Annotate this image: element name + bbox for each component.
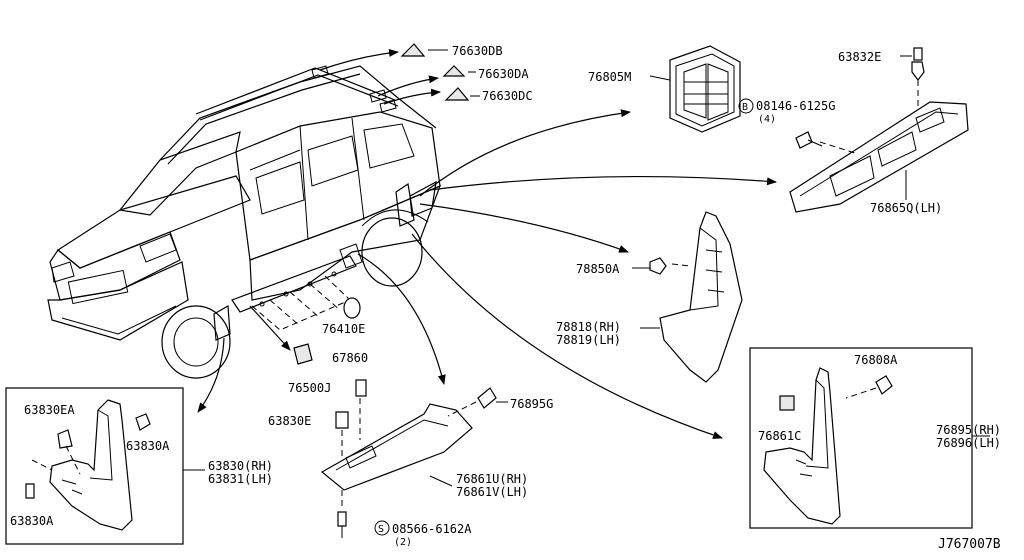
clip-icon [355,379,367,397]
bolt-icon [795,131,813,149]
part-76805m [649,45,741,133]
clip-icon [649,257,667,275]
label-63830a-bottom: 63830A [10,514,54,528]
clip-icon [57,429,73,449]
part-76861u [320,379,508,538]
label-76861c: 76861C [758,429,801,443]
clip-76630da-icon [442,65,466,77]
label-67860: 67860 [332,351,368,365]
clip-icon [477,387,497,409]
label-76861u: 76861U(RH) [456,472,528,486]
label-76500j: 76500J [288,381,331,395]
label-63830e: 63830E [268,414,311,428]
label-78819: 78819(LH) [556,333,621,347]
label-08566-qty: (2) [394,537,412,548]
label-08146: 08146-6125G [756,99,835,113]
label-78850a: 78850A [576,262,620,276]
label-08146-mark: B [742,102,748,113]
label-76895g: 76895G [510,397,553,411]
part-78818 [632,211,743,383]
label-76630db: 76630DB [452,44,503,58]
screw-icon [337,511,347,527]
label-76865q: 76865Q(LH) [870,201,942,215]
vehicle-illustration [47,65,442,379]
clip-icon [911,61,925,81]
clip-icon [875,375,893,395]
clip-icon [335,411,349,429]
diagram-id: J767007B [938,537,1001,552]
leader-arrows [197,48,777,439]
label-78818: 78818(RH) [556,320,621,334]
label-76630dc: 76630DC [482,89,533,103]
label-63830a-top: 63830A [126,439,170,453]
label-08566: 08566-6162A [392,522,472,536]
label-63830: 63830(RH) [208,459,273,473]
bolt-mark-icon [738,98,754,114]
label-76805m: 76805M [588,70,631,84]
plug-icon [343,297,361,319]
small-parts [293,297,361,365]
pad-icon [293,343,313,365]
label-08566-mark: S [378,524,384,535]
label-63832e: 63832E [838,50,881,64]
clip-76630dc-icon [444,87,470,101]
screw-mark-icon [374,520,390,536]
label-76630da: 76630DA [478,67,529,81]
label-76896: 76896(LH) [936,436,1001,450]
box-63830 [5,387,205,545]
clip-icon [135,413,151,431]
label-63830ea: 63830EA [24,403,75,417]
label-08146-qty: (4) [758,114,776,125]
clip-76630db-icon [400,43,426,57]
clip-icon [779,395,795,411]
label-76895: 76895(RH) [936,423,1001,437]
label-76808a: 76808A [854,353,898,367]
label-76861v: 76861V(LH) [456,485,528,499]
roof-clips [400,43,480,101]
box-76895 [749,347,990,529]
part-76865q [789,47,969,213]
label-63831: 63831(LH) [208,472,273,486]
part-labels: 76630DB 76630DA 76630DC 76805M 63832E B … [10,44,1001,552]
screw-icon [25,483,35,499]
label-76410e: 76410E [322,322,365,336]
